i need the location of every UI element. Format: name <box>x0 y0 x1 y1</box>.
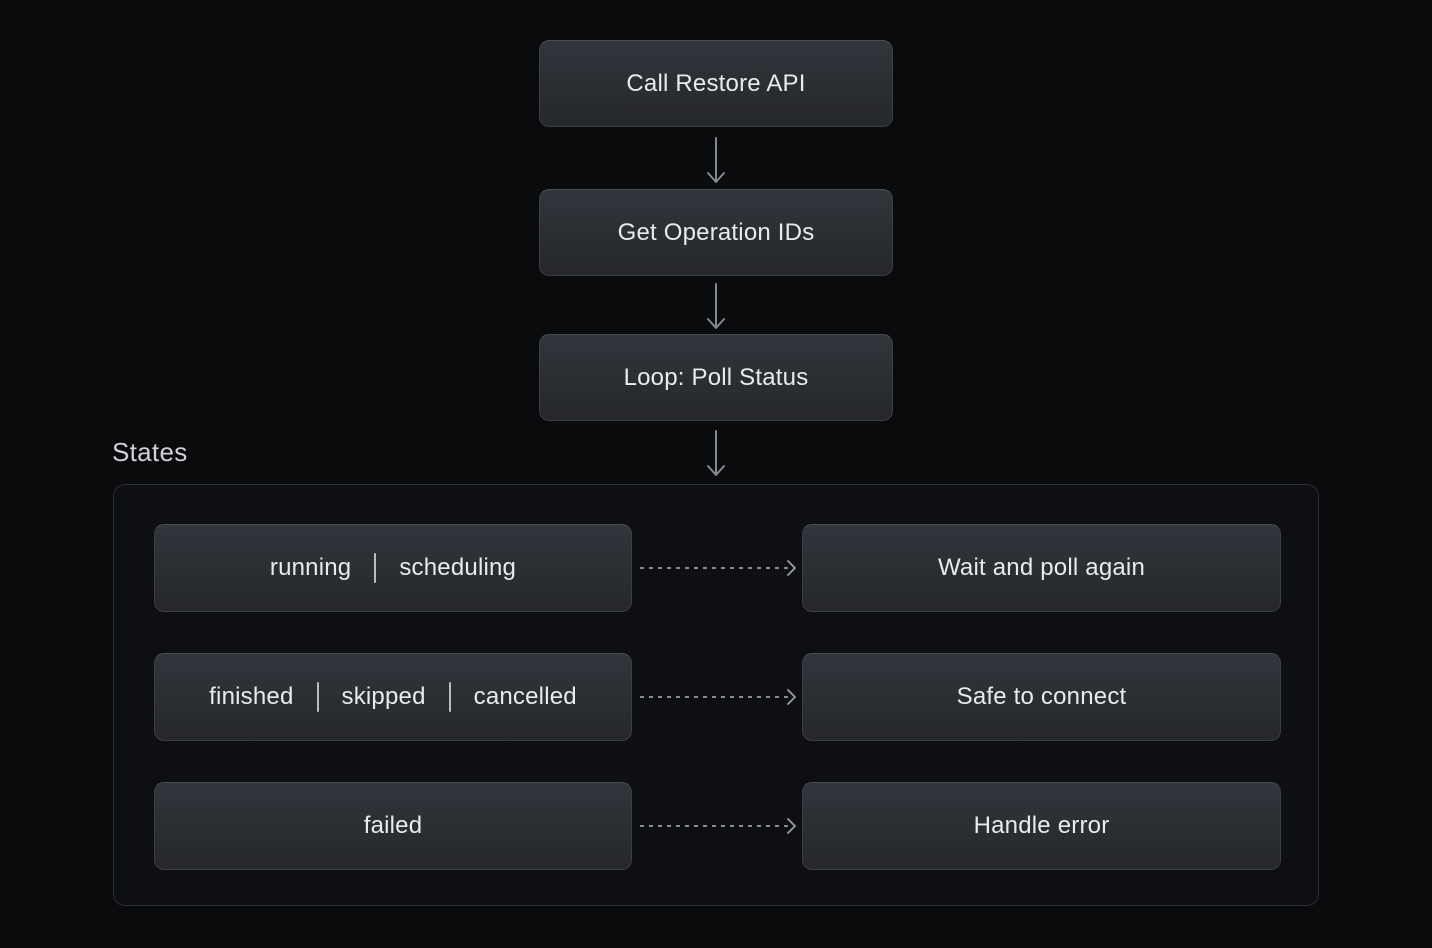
state-box-failed: failed <box>154 782 632 870</box>
outcome-box-safe-to-connect: Safe to connect <box>802 653 1281 741</box>
arrow-down-icon <box>707 430 725 476</box>
state-label: skipped <box>341 683 426 710</box>
flow-node-label: Loop: Poll Status <box>623 363 809 391</box>
flow-node-label: Call Restore API <box>626 69 806 97</box>
outcome-label: Wait and poll again <box>937 554 1146 581</box>
dashed-arrow-right-icon <box>640 560 796 576</box>
state-label: finished <box>209 683 294 710</box>
arrow-down-icon <box>707 137 725 183</box>
flow-node-call-restore-api: Call Restore API <box>539 40 893 127</box>
outcome-label: Handle error <box>973 812 1110 839</box>
state-separator <box>448 682 451 712</box>
state-label: running <box>269 554 352 581</box>
outcome-label: Safe to connect <box>956 683 1127 710</box>
states-container: running scheduling Wait and poll again f… <box>113 484 1319 906</box>
state-label: failed <box>363 812 423 839</box>
flow-node-get-operation-ids: Get Operation IDs <box>539 189 893 276</box>
state-label: cancelled <box>473 683 577 710</box>
dashed-arrow-right-icon <box>640 818 796 834</box>
flow-node-loop-poll-status: Loop: Poll Status <box>539 334 893 421</box>
state-separator <box>374 553 377 583</box>
state-separator <box>316 682 319 712</box>
outcome-box-handle-error: Handle error <box>802 782 1281 870</box>
dashed-arrow-right-icon <box>640 689 796 705</box>
arrow-down-icon <box>707 283 725 329</box>
states-section-title: States <box>112 437 188 467</box>
state-box-running-scheduling: running scheduling <box>154 524 632 612</box>
state-box-finished-skipped-cancelled: finished skipped cancelled <box>154 653 632 741</box>
state-label: scheduling <box>399 554 517 581</box>
flow-node-label: Get Operation IDs <box>617 218 815 246</box>
outcome-box-wait-and-poll-again: Wait and poll again <box>802 524 1281 612</box>
